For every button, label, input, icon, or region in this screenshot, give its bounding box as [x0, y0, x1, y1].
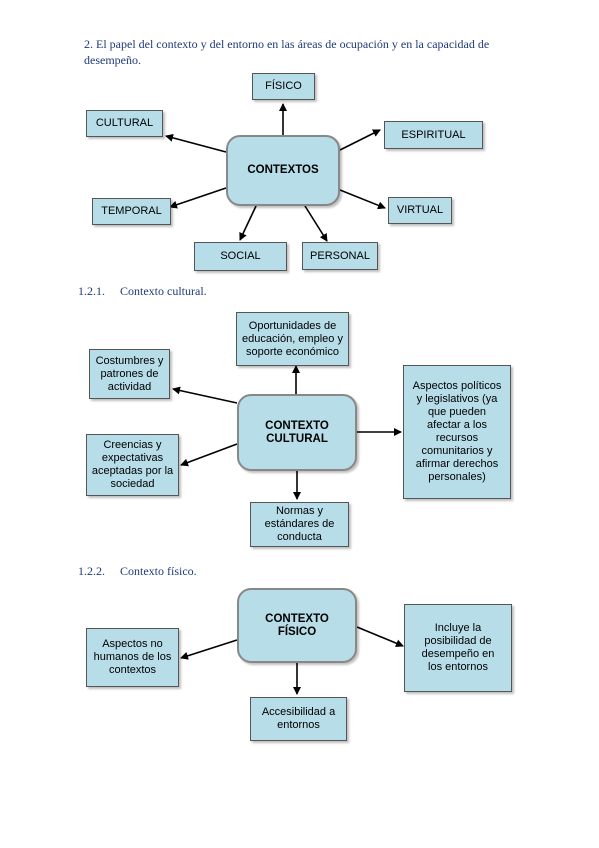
- node-cultural: CULTURAL: [86, 110, 163, 137]
- page-heading: 2. El papel del contexto y del entorno e…: [84, 37, 490, 67]
- arrow-to-social: [239, 205, 257, 241]
- section-fisico-title: Contexto físico.: [120, 564, 197, 578]
- section-cultural-number: 1.2.1.: [78, 284, 105, 298]
- arrow-to-costumbres: [172, 386, 238, 404]
- section-cultural-heading: 1.2.1. Contexto cultural.: [78, 283, 378, 299]
- arrow-to-cultural: [165, 133, 227, 153]
- node-espiritual: ESPIRITUAL: [384, 121, 483, 149]
- center-contexto-fisico: CONTEXTO FÍSICO: [237, 588, 357, 663]
- node-costumbres: Costumbres y patrones de actividad: [89, 349, 170, 399]
- section-fisico-heading: 1.2.2. Contexto físico.: [78, 563, 378, 579]
- node-normas: Normas y estándares de conducta: [250, 502, 349, 547]
- node-aspectos-no-humanos: Aspectos no humanos de los contextos: [86, 628, 179, 687]
- node-personal: PERSONAL: [302, 242, 378, 270]
- arrow-to-virtual: [339, 189, 386, 210]
- arrow-to-incluye: [356, 626, 404, 648]
- node-accesibilidad: Accesibilidad a entornos: [250, 697, 347, 741]
- arrow-to-personal: [304, 205, 328, 242]
- node-social: SOCIAL: [194, 242, 287, 271]
- section-cultural-title: Contexto cultural.: [120, 284, 207, 298]
- center-contexto-cultural: CONTEXTO CULTURAL: [237, 394, 357, 471]
- node-incluye: Incluye la posibilidad de desempeño en l…: [404, 604, 512, 692]
- center-contextos: CONTEXTOS: [226, 135, 340, 206]
- node-fisico: FÍSICO: [252, 73, 315, 100]
- node-temporal: TEMPORAL: [92, 198, 171, 225]
- node-aspectos-politicos: Aspectos políticos y legislativos (ya qu…: [403, 365, 511, 499]
- arrow-to-espiritual: [339, 129, 381, 151]
- arrow-to-aspectos-no-humanos: [180, 639, 238, 660]
- section-fisico-number: 1.2.2.: [78, 564, 105, 578]
- arrow-to-temporal: [169, 187, 227, 209]
- node-oportunidades: Oportunidades de educación, empleo y sop…: [236, 312, 349, 366]
- arrow-to-creencias: [180, 443, 238, 467]
- node-creencias: Creencias y expectativas aceptadas por l…: [86, 434, 179, 496]
- node-virtual: VIRTUAL: [388, 197, 452, 224]
